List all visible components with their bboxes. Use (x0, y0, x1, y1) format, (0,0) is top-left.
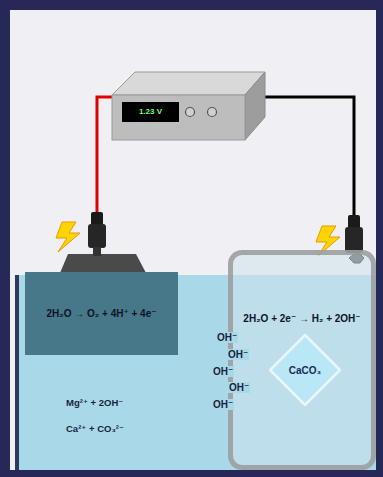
compound-label: CaCO₃ (289, 365, 321, 376)
ion-label: OH⁻ (216, 332, 238, 343)
ion-label: OH⁻ (212, 399, 234, 410)
supply-side (245, 72, 265, 140)
reaction-equation: 2H₂O + 2e⁻ → H₂ + 2OH⁻ (243, 313, 360, 324)
power-supply: 1.23 V (112, 72, 265, 140)
ion-label: OH⁻ (227, 349, 249, 360)
ion-equation: Mg²⁺ + 2OH⁻ (66, 397, 123, 408)
clamp (91, 212, 103, 226)
ion-label: OH⁻ (228, 382, 250, 393)
clamp (348, 215, 360, 229)
anode-electrode: 2H₂O → O₂ + 4H⁺ + 4e⁻ (25, 272, 178, 355)
knob (186, 108, 195, 117)
voltage-readout: 1.23 V (122, 102, 179, 122)
cathode-electrode: 2H₂O + 2e⁻ → H₂ + 2OH⁻ CaCO₃ (228, 250, 376, 470)
panel (10, 10, 376, 470)
electrode-cap (60, 254, 146, 273)
supply-top (112, 72, 265, 95)
supply-front (112, 95, 245, 140)
clamp (88, 224, 106, 248)
knob (208, 108, 217, 117)
ion-label: OH⁻ (212, 366, 234, 377)
diamond-shape (270, 335, 340, 405)
calcite-diamond: CaCO₃ (269, 334, 341, 406)
clamp (93, 247, 101, 256)
tank-wall (15, 275, 19, 470)
ion-equation: Ca²⁺ + CO₃²⁻ (66, 423, 124, 434)
wire (265, 97, 354, 250)
reaction-equation: 2H₂O → O₂ + 4H⁺ + 4e⁻ (46, 308, 156, 319)
spark-symbol (56, 222, 80, 252)
